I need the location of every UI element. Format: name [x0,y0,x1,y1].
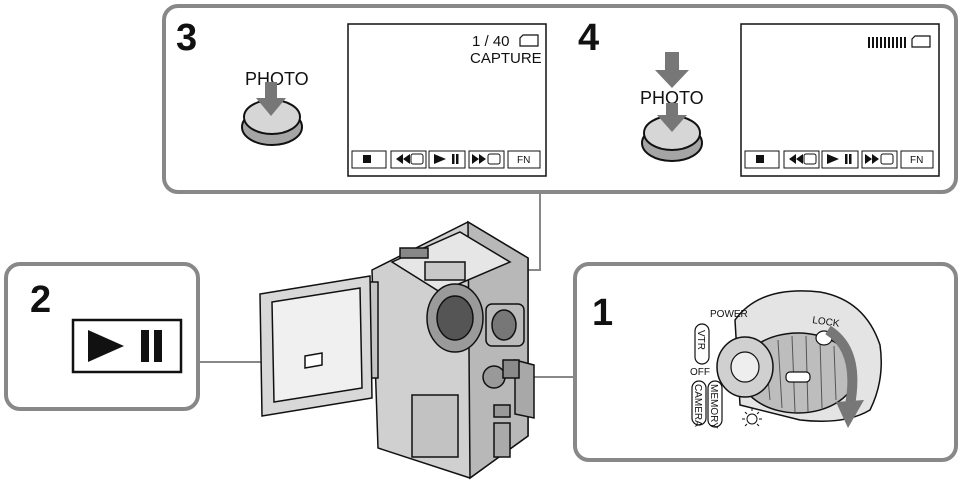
rewind-icon[interactable] [396,153,424,165]
step-4-lcd-screen: FN [740,23,940,177]
play-icon [88,330,124,362]
play-pause-button[interactable] [71,318,183,374]
memory-mode-pill: MEMORY [707,380,723,429]
lamp-icon [742,408,762,427]
vtr-mode-pill: VTR [694,323,710,365]
memory-label: MEMORY [708,384,719,429]
camcorder-illustration [365,220,535,480]
camera-mode-pill: CAMERA [691,380,707,427]
frame-count: 1 / 40 [472,33,510,50]
step-2-number: 2 [30,279,51,321]
fn-button[interactable] [900,150,934,169]
play-pause-icon[interactable] [827,154,852,164]
fn-label: FN [910,155,923,166]
stop-icon[interactable] [363,155,371,163]
step-4-press-arrow-small-icon [657,103,687,132]
lcd-flip-screen [259,275,373,417]
step-4-number: 4 [578,17,599,59]
lock-label: LOCK [812,315,841,330]
lcd-control-bar: FN [351,150,541,169]
power-dial-illustration [716,290,882,428]
step-4-photo-button[interactable] [641,115,703,162]
camera-label: CAMERA [692,384,703,427]
recording-progress-bars [868,37,906,48]
step-4-press-arrow-icon [655,52,689,88]
vtr-label: VTR [695,330,706,350]
memory-card-icon [519,34,539,47]
rotate-arrow-icon [836,400,864,428]
memory-card-icon [911,35,931,48]
fn-label: FN [517,155,530,166]
power-label: POWER [710,309,748,320]
stop-icon[interactable] [756,155,764,163]
fast-forward-icon[interactable] [865,153,894,165]
rewind-icon[interactable] [789,153,817,165]
lcd-control-bar: FN [744,150,934,169]
off-label: OFF [690,367,710,378]
step-3-photo-label: PHOTO [245,69,309,89]
fn-button[interactable] [507,150,541,169]
step-4-photo-label: PHOTO [640,88,704,108]
play-pause-icon[interactable] [434,154,459,164]
step-3-number: 3 [176,17,197,59]
fast-forward-icon[interactable] [472,153,501,165]
step-1-number: 1 [592,292,613,334]
pause-icon [141,330,149,362]
step-3-press-arrow-icon [256,82,286,116]
step-3-lcd-screen: 1 / 40 CAPTURE [347,23,547,177]
capture-status: CAPTURE [470,50,542,67]
